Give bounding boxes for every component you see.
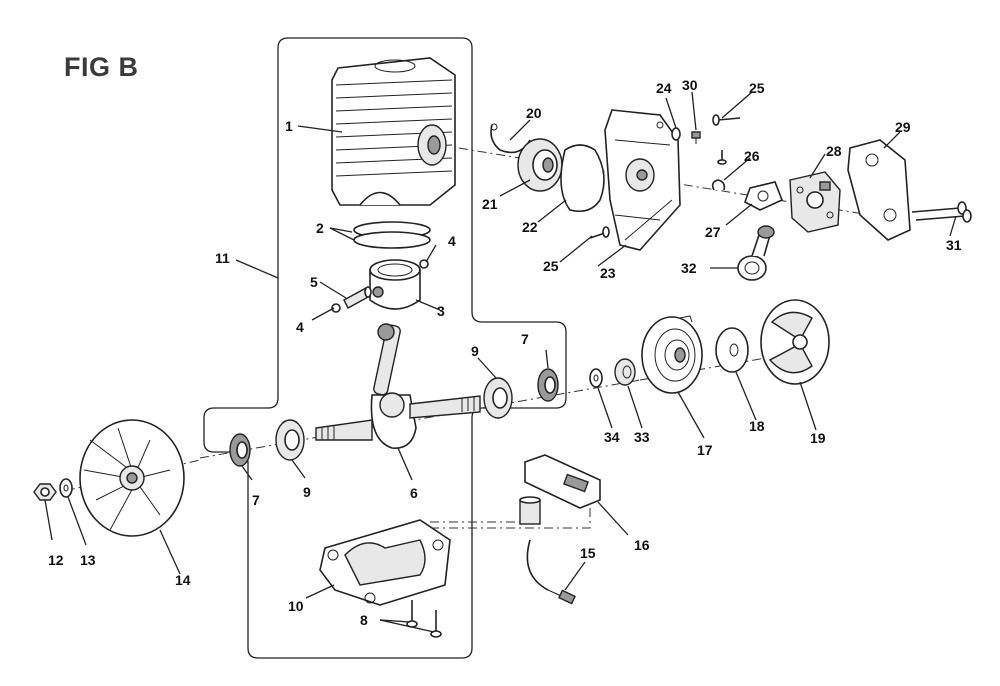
crankcase-screws — [406, 600, 442, 638]
fuel-fitting-part — [737, 225, 775, 281]
piston-rings-part — [353, 221, 431, 249]
carburetor-plate-part — [604, 109, 681, 251]
piston-pin-clip-left — [331, 303, 341, 313]
callout-22: 22 — [522, 219, 538, 235]
figure-title: FIG B — [64, 52, 139, 82]
callout-18: 18 — [749, 418, 765, 434]
callout-7a: 7 — [252, 492, 260, 508]
crankcase-part — [319, 519, 451, 606]
crankshaft-part — [315, 323, 481, 449]
callout-7b: 7 — [521, 331, 529, 347]
callout-34: 34 — [604, 429, 620, 445]
spacer-part — [614, 358, 636, 386]
gasket-part — [560, 144, 605, 213]
callout-31: 31 — [946, 237, 962, 253]
callout-14: 14 — [175, 572, 191, 588]
callout-27: 27 — [705, 224, 721, 240]
bracket-part — [847, 139, 911, 241]
callout-19: 19 — [810, 430, 826, 446]
short-block-outline — [203, 37, 567, 659]
bearing-left — [275, 419, 305, 461]
callout-24: 24 — [656, 80, 672, 96]
callout-32: 32 — [681, 260, 697, 276]
retaining-clip-part — [711, 179, 726, 191]
callout-21: 21 — [482, 196, 498, 212]
small-screw-part — [691, 131, 701, 144]
flywheel-part — [79, 419, 185, 537]
callout-13: 13 — [80, 552, 96, 568]
callout-2: 2 — [316, 220, 324, 236]
screw-upper-part — [712, 114, 741, 165]
callout-3: 3 — [437, 303, 445, 319]
callout-29: 29 — [895, 119, 911, 135]
callout-9b: 9 — [471, 343, 479, 359]
callout-25b: 25 — [543, 258, 559, 274]
callout-8: 8 — [360, 612, 368, 628]
callout-9a: 9 — [303, 484, 311, 500]
callout-16: 16 — [634, 537, 650, 553]
clutch-part — [760, 299, 830, 385]
leader-lines — [44, 91, 957, 633]
carburetor-part — [789, 171, 841, 233]
callout-4a: 4 — [448, 233, 456, 249]
callout-15: 15 — [580, 545, 596, 561]
clutch-washer — [715, 327, 749, 373]
bearing-right — [483, 377, 513, 419]
callout-25a: 25 — [749, 80, 765, 96]
oil-seal-left — [229, 433, 251, 467]
callout-33: 33 — [634, 429, 650, 445]
ignition-module-part — [519, 454, 601, 525]
cylinder-part — [331, 57, 456, 206]
callout-10: 10 — [288, 598, 304, 614]
callout-26: 26 — [744, 148, 760, 164]
thrust-washer — [589, 368, 603, 388]
piston-pin-part — [343, 286, 372, 309]
callout-28: 28 — [826, 143, 842, 159]
oil-seal-right — [537, 368, 559, 402]
callout-17: 17 — [697, 442, 713, 458]
flywheel-nut — [33, 483, 57, 501]
callout-1: 1 — [285, 118, 293, 134]
clutch-drum-part — [641, 315, 703, 394]
flange-part — [744, 181, 784, 211]
piston-part — [369, 259, 421, 310]
flywheel-washer — [59, 478, 73, 498]
long-bolts-part — [911, 201, 972, 223]
callout-4b: 4 — [296, 319, 304, 335]
callout-30: 30 — [682, 77, 698, 93]
callout-12: 12 — [48, 552, 64, 568]
callout-5: 5 — [310, 274, 318, 290]
callout-11: 11 — [215, 250, 230, 266]
callout-23: 23 — [600, 265, 616, 281]
intake-manifold-part — [517, 138, 563, 192]
callout-labels: 1 2 3 4 4 5 6 7 7 8 9 9 10 11 12 13 14 1… — [48, 77, 962, 628]
callout-6: 6 — [410, 485, 418, 501]
ignition-lead-part — [526, 539, 576, 605]
screw-lower-part — [589, 226, 610, 239]
small-washer-part — [671, 127, 681, 141]
callout-20: 20 — [526, 105, 542, 121]
